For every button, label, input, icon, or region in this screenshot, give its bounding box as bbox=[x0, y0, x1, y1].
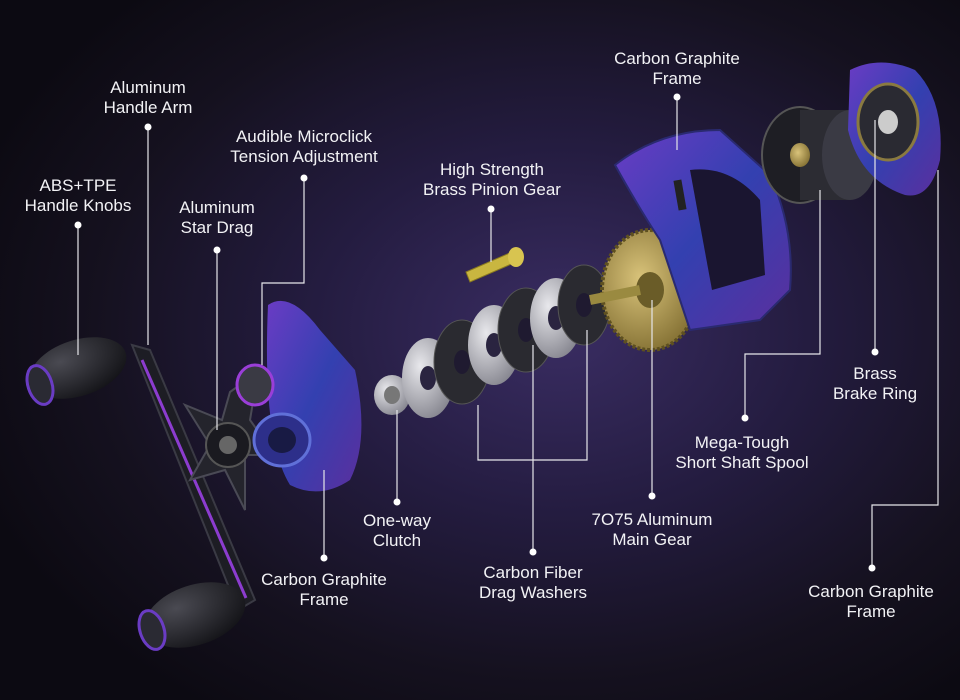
pinion-gear bbox=[465, 247, 524, 283]
right-side-plate bbox=[848, 62, 941, 196]
drag-washers bbox=[402, 264, 611, 418]
handle-knob-top bbox=[25, 337, 127, 406]
leader-lines bbox=[77, 97, 939, 568]
spool bbox=[761, 106, 878, 204]
handle-knob-bottom bbox=[137, 582, 246, 651]
star-drag bbox=[182, 369, 277, 511]
clutch bbox=[374, 375, 410, 415]
leader-dots bbox=[74, 93, 879, 572]
frame bbox=[613, 128, 792, 332]
side-plate bbox=[235, 300, 362, 492]
